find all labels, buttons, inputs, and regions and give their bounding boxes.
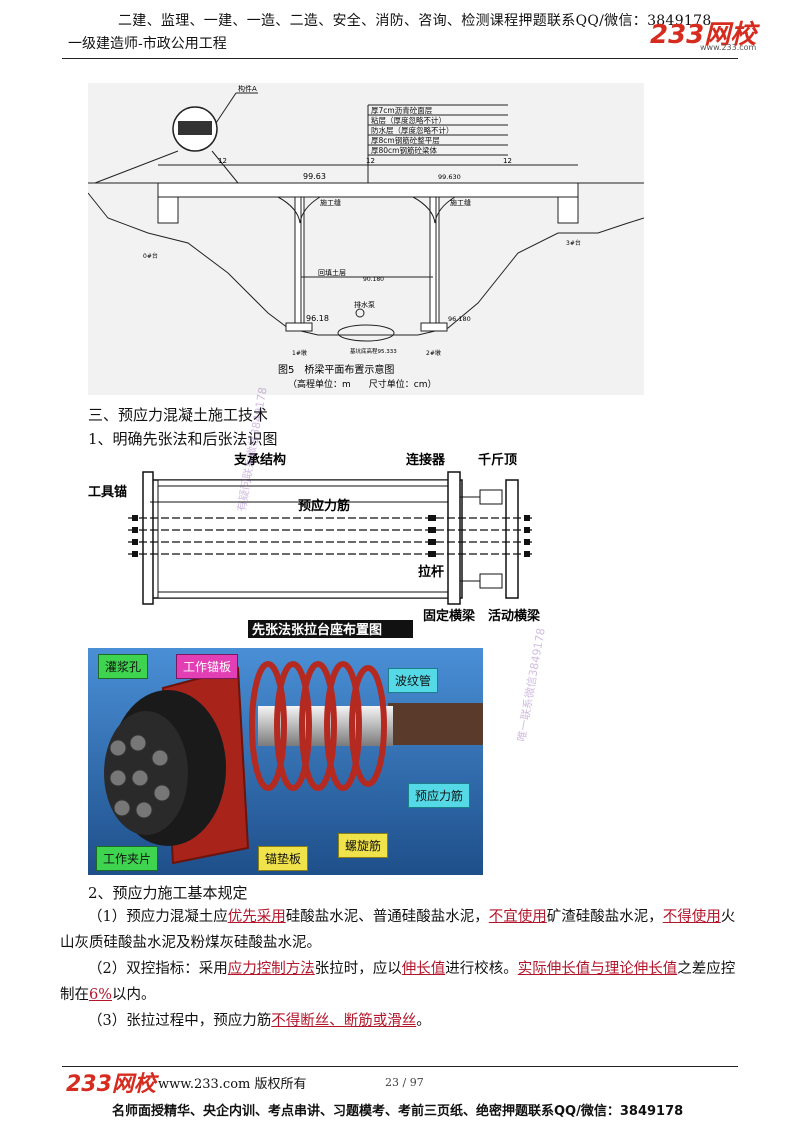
label-anchor-plate: 工作锚板	[176, 654, 239, 679]
label-movable-beam: 活动横梁	[488, 608, 541, 624]
figure-caption: 图5 桥梁平面布置示意图	[278, 363, 394, 376]
rule-3: （3）张拉过程中，预应力筋不得断丝、断筋或滑丝。	[88, 1013, 431, 1029]
pit-note: 基坑底高程95.333	[350, 347, 397, 355]
section-title: 三、预应力混凝土施工技术	[88, 406, 269, 424]
pretension-caption: 先张法张拉台座布置图	[252, 622, 382, 638]
header-contact-line: 二建、监理、一建、一造、二造、安全、消防、咨询、检测课程押题联系QQ/微信：38…	[118, 13, 712, 29]
elev-deck-1: 99.63	[303, 172, 326, 181]
layer-1: 厚7cm沥青砼面层	[371, 105, 433, 115]
watermark-2: 唯一联系微信3849178	[514, 627, 548, 743]
label-spiral: 螺旋筋	[338, 833, 389, 858]
abut-3: 3#台	[566, 239, 581, 247]
dim-3: 12	[503, 157, 512, 165]
layer-4: 厚8cm钢筋砼整平层	[371, 135, 440, 145]
item-2-heading: 2、预应力施工基本规定	[88, 884, 248, 902]
rule-1: （1）预应力混凝土应优先采用硅酸盐水泥、普通硅酸盐水泥，不宜使用矿渣硅酸盐水泥，…	[60, 909, 736, 951]
anchorage-photo: 灌浆孔 工作锚板 波纹管 预应力筋 工作夹片 锚垫板 螺旋筋	[88, 648, 483, 875]
label-wedge: 工作夹片	[96, 846, 159, 871]
label-bearing-plate: 锚垫板	[258, 846, 309, 871]
label-tendon-photo: 预应力筋	[408, 783, 471, 808]
elev-deck-2: 99.630	[438, 173, 461, 181]
pier-2: 2#墩	[426, 349, 441, 357]
backfill-label: 回填土层	[318, 268, 346, 277]
joint-1: 施工缝	[320, 198, 341, 207]
label-tool-anchor: 工具锚	[88, 484, 127, 500]
layer-5: 厚80cm钢筋砼梁体	[371, 145, 437, 155]
label-tendon: 预应力筋	[298, 498, 350, 514]
elev-pier-1: 96.18	[306, 314, 329, 323]
elev-backfill: 90.180	[363, 276, 384, 283]
figure-units: （高程单位：m 尺寸单位：cm）	[288, 378, 436, 390]
header-subtitle: 一级建造师-市政公用工程	[68, 36, 227, 52]
callout-label: 构件A	[238, 84, 257, 93]
label-support: 支承结构	[233, 452, 286, 468]
header-logo: 233网校	[650, 20, 757, 50]
page-number: 23 / 97	[385, 1076, 424, 1089]
label-duct: 波纹管	[388, 668, 439, 693]
header-rule	[62, 58, 738, 59]
rule-2: （2）双控指标：采用应力控制方法张拉时，应以伸长值进行校核。实际伸长值与理论伸长…	[60, 961, 736, 1003]
bridge-layout-figure: 构件A 厚7cm沥青砼面层 粘层（厚度忽略不计） 防水层（厚度忽略不计） 厚8c…	[88, 83, 644, 395]
label-jack: 千斤顶	[478, 452, 517, 468]
footer-rule	[62, 1066, 738, 1067]
footer-copyright: www.233.com 版权所有	[158, 1077, 307, 1092]
joint-2: 施工缝	[450, 198, 471, 207]
label-fixed-beam: 固定横梁	[423, 608, 476, 624]
label-rod: 拉杆	[418, 564, 444, 580]
elev-pier-2: 96.180	[448, 315, 471, 323]
footer-contact-line: 名师面授精华、央企内训、考点串讲、习题模考、考前三页纸、绝密押题联系QQ/微信：…	[112, 1104, 684, 1119]
pretension-bed-diagram: 支承结构 连接器 千斤顶 工具锚 预应力筋 拉杆 固定横梁 活动横梁 先张法张拉…	[88, 448, 558, 638]
abut-0: 0#台	[143, 252, 158, 260]
header-logo-url: www.233.com	[700, 43, 757, 52]
dim-1: 12	[218, 157, 227, 165]
pump-label: 排水泵	[354, 300, 375, 309]
layer-3: 防水层（厚度忽略不计）	[371, 125, 454, 135]
footer-logo: 233网校	[66, 1072, 156, 1097]
label-connector: 连接器	[406, 452, 446, 468]
pier-1: 1#墩	[292, 349, 307, 357]
label-grout-hole: 灌浆孔	[98, 654, 149, 679]
item-1-heading: 1、明确先张法和后张法识图	[88, 430, 278, 448]
layer-2: 粘层（厚度忽略不计）	[371, 115, 446, 125]
dim-2: 12	[366, 157, 375, 165]
